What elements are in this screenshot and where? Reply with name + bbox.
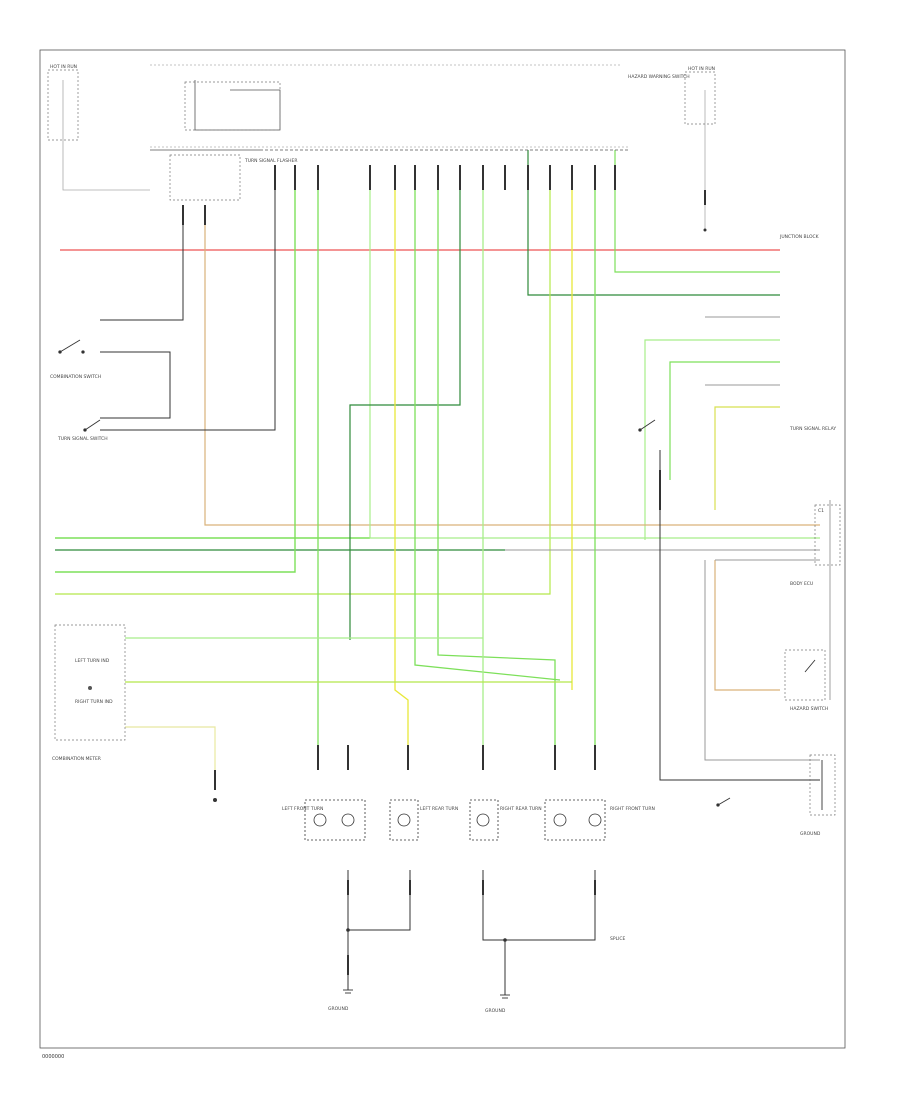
right-ground-label: GROUND — [800, 831, 821, 837]
body-ecu-label: BODY ECU — [790, 581, 813, 587]
splice-nodes — [213, 228, 707, 942]
connector-ticks — [182, 165, 706, 975]
wire-gray-ecm — [659, 450, 820, 781]
wire-black-g3 — [482, 870, 596, 941]
wire-black-left-2 — [100, 351, 171, 419]
ground-right-label: GROUND — [485, 1008, 506, 1014]
turn-signal-switch-label: TURN SIGNAL SWITCH — [57, 436, 108, 442]
lamp-box-1 — [304, 799, 366, 841]
lamp1-label: LEFT FRONT TURN — [282, 806, 323, 812]
splice-label: SPLICE — [610, 936, 626, 942]
switch-symbols — [58, 339, 816, 807]
lamp-bulb-1a — [313, 813, 327, 827]
wire-yellow-h7 — [714, 406, 780, 510]
wire-green-v4 — [437, 170, 556, 760]
junction-block-frame — [780, 240, 830, 420]
lamp2-label: LEFT REAR TURN — [420, 806, 458, 812]
turn-relay-connector — [814, 504, 841, 566]
combination-meter-label: COMBINATION METER — [52, 756, 101, 762]
combination-meter-box — [54, 624, 126, 741]
fuse-right-box — [684, 71, 716, 125]
lamp-bulb-3 — [476, 813, 490, 827]
connector-c1-label: C1 — [818, 508, 824, 514]
wire-black-g1 — [347, 870, 411, 931]
hazard-switch-box — [784, 649, 826, 701]
diagram-border — [39, 49, 846, 1049]
wire-green-h1 — [614, 150, 780, 273]
wire-green-h4 — [644, 339, 780, 540]
wire-tan-right-3 — [714, 560, 780, 691]
wire-greenyellow-long — [55, 170, 551, 595]
lamp-bulb-2 — [397, 813, 411, 827]
lamp3-label: RIGHT REAR TURN — [500, 806, 542, 812]
right-indicator-label: RIGHT TURN IND — [75, 699, 113, 705]
turn-signal-flasher-box — [169, 154, 241, 201]
wire-gray-right-bus — [704, 560, 820, 761]
left-indicator-label: LEFT TURN IND — [75, 658, 110, 664]
wire-black-left-3 — [100, 170, 276, 431]
lamp-bulb-4b — [588, 813, 602, 827]
turn-relay-label: TURN SIGNAL RELAY — [789, 426, 836, 432]
wire-gray-top-1 — [62, 80, 150, 191]
hazard-switch-label: HAZARD SWITCH — [790, 706, 828, 712]
lamp-box-2 — [389, 799, 419, 841]
fuse-left-box — [47, 69, 79, 141]
fuse-left-label: HOT IN RUN — [50, 64, 77, 70]
combination-switch-top-label: COMBINATION SWITCH — [50, 374, 101, 380]
fuse-right-label: HOT IN RUN — [688, 66, 715, 72]
wire-green-v3 — [414, 170, 561, 681]
wire-group — [55, 80, 831, 995]
module-right-label: HAZARD WARNING SWITCH — [628, 74, 690, 80]
junction-label: JUNCTION BLOCK — [779, 234, 820, 240]
lamp-box-3 — [469, 799, 499, 841]
lamp-bulb-1b — [341, 813, 355, 827]
ecu-connector-box — [809, 754, 836, 816]
wire-darkgreen-h2 — [527, 150, 780, 296]
wire-green-h5 — [669, 361, 780, 480]
module-center-label: TURN SIGNAL FLASHER — [244, 158, 298, 164]
wire-green-long-2 — [55, 180, 296, 573]
wire-green-right-1 — [369, 170, 820, 539]
ground-symbols — [343, 989, 510, 999]
wire-darkgreen-mid — [349, 170, 461, 640]
wire-yellow-v2 — [394, 170, 409, 760]
meter-indicator-dot — [88, 686, 92, 690]
footer-code: 0000000 — [42, 1054, 64, 1060]
wire-tan-long — [204, 215, 820, 526]
wire-black-left-1 — [100, 215, 184, 321]
wire-tan-meter-3 — [125, 726, 216, 790]
lamp-symbols — [304, 799, 606, 841]
ground-left-label: GROUND — [328, 1006, 349, 1012]
lamp-bulb-4a — [553, 813, 567, 827]
lamp4-label: RIGHT FRONT TURN — [610, 806, 655, 812]
wire-gray-top-3 — [194, 80, 281, 131]
lamp-box-4 — [544, 799, 606, 841]
flasher-top-box — [184, 81, 281, 131]
